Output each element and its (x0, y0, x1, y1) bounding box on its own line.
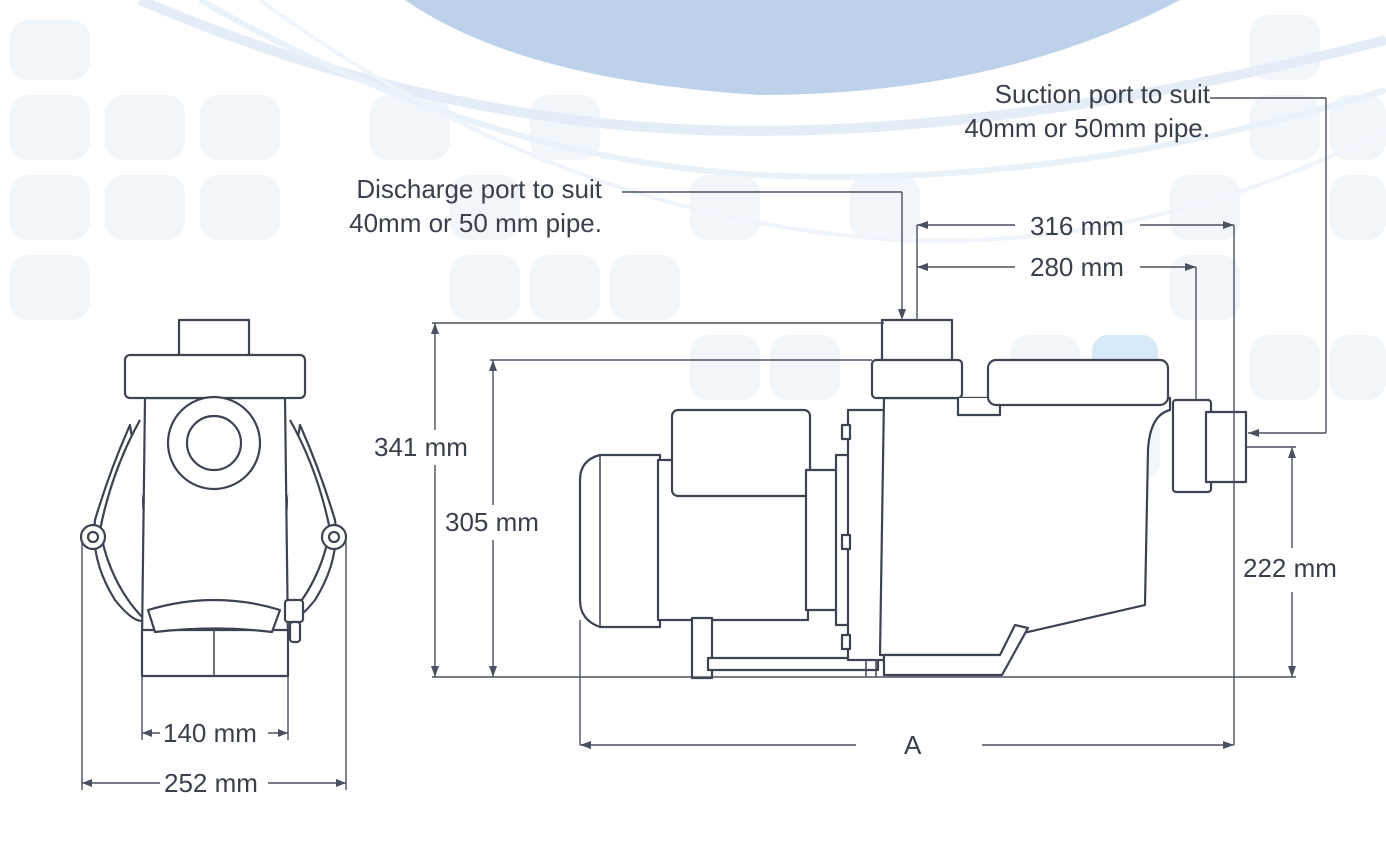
pump-front-view (79, 318, 348, 790)
suction-port-line-2: 40mm or 50mm pipe. (964, 113, 1210, 143)
discharge-port-line-1: Discharge port to suit (356, 174, 602, 204)
discharge-port-label: Discharge port to suit 40mm or 50 mm pip… (320, 172, 602, 240)
dimension-305: 305 mm (445, 507, 539, 537)
pump-side-view (431, 97, 1327, 749)
dimension-a: A (904, 730, 922, 760)
dimension-341: 341 mm (374, 432, 468, 462)
discharge-port-line-2: 40mm or 50 mm pipe. (349, 208, 602, 238)
dimension-222: 222 mm (1243, 553, 1337, 583)
dimension-140: 140 mm (163, 718, 257, 748)
dimension-280: 280 mm (1030, 252, 1124, 282)
background-decoration (10, 0, 1386, 480)
dimension-316: 316 mm (1030, 211, 1124, 241)
dimension-252: 252 mm (164, 768, 258, 798)
suction-port-label: Suction port to suit 40mm or 50mm pipe. (938, 77, 1210, 145)
suction-port-line-1: Suction port to suit (994, 79, 1210, 109)
